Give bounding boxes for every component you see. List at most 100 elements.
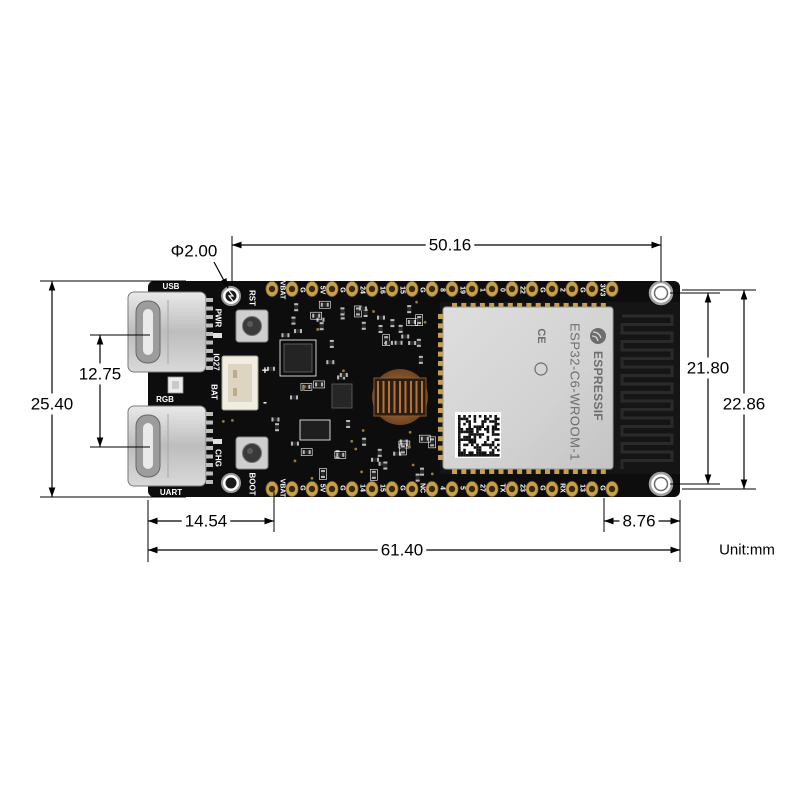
data-matrix-cell	[481, 454, 484, 457]
header-pad-hole	[308, 485, 316, 493]
castellated-pad	[438, 323, 443, 329]
usb-connector-pin	[206, 412, 213, 416]
usb-connector-pin	[206, 463, 213, 467]
smd-component	[293, 329, 302, 334]
top-pin-label: G	[299, 287, 306, 293]
data-matrix-cell	[458, 420, 461, 423]
bottom-pin-label: 13	[579, 484, 586, 492]
dimension-label-background	[27, 393, 77, 415]
castellated-pad	[438, 351, 443, 357]
data-matrix-cell	[491, 433, 495, 436]
via	[316, 328, 320, 331]
castellated-pad	[591, 303, 597, 308]
top-pin-label: 3V3	[599, 284, 606, 297]
smd-component	[271, 417, 280, 422]
top-header-pads	[265, 281, 619, 297]
data-matrix-cell	[489, 454, 492, 457]
data-matrix-cell	[494, 420, 497, 423]
bottom-pin-label: G	[599, 485, 606, 491]
header-pad-hole	[608, 285, 616, 293]
data-matrix-cell	[465, 420, 469, 423]
via	[350, 439, 354, 443]
data-matrix-cell	[458, 428, 461, 431]
castellated-pad	[600, 469, 606, 474]
usb-connector-pin	[206, 298, 213, 302]
smd-component	[294, 303, 299, 312]
smd-component	[394, 340, 403, 345]
battery-connector	[221, 355, 259, 411]
smd-component	[290, 441, 299, 446]
data-matrix-cell	[484, 420, 487, 423]
data-matrix-cell	[481, 443, 484, 447]
data-matrix-cell	[468, 438, 471, 441]
data-matrix-cell	[491, 443, 495, 447]
data-matrix-cell	[478, 428, 482, 431]
header-pad-hole	[528, 485, 536, 493]
data-matrix-cell	[491, 430, 495, 434]
header-pad-hole	[288, 285, 296, 293]
data-matrix-cell	[478, 451, 482, 454]
data-matrix-cell	[458, 425, 461, 428]
module-castellated-pads	[438, 303, 606, 474]
smd-component	[390, 319, 395, 328]
smd-component	[326, 360, 335, 365]
data-matrix-cell	[494, 428, 497, 431]
smd-component	[300, 448, 313, 456]
boot-button	[235, 436, 269, 470]
usb-c-connector-usb	[127, 291, 207, 373]
battery-plus-label: +	[262, 365, 268, 377]
data-matrix-cell	[486, 428, 490, 431]
certification-mark-icon	[534, 362, 548, 376]
small-chip	[331, 383, 353, 409]
castellated-pad	[498, 303, 504, 308]
dimension-label-background	[377, 539, 427, 561]
castellated-pad	[438, 332, 443, 338]
castellated-pad	[517, 303, 523, 308]
castellated-pad	[438, 370, 443, 376]
data-matrix-cell	[476, 430, 479, 434]
data-matrix-cell	[481, 451, 484, 454]
power-led-label: PWR	[214, 309, 223, 328]
header-pad-hole	[488, 285, 496, 293]
header-pad-hole	[468, 285, 476, 293]
data-matrix-cell	[468, 415, 471, 418]
data-matrix-cell	[476, 446, 479, 449]
via	[230, 418, 234, 422]
top-pin-label: 8	[439, 288, 446, 292]
data-matrix-cell	[491, 454, 495, 457]
data-matrix-cell	[468, 441, 471, 444]
usb-connector-pin	[206, 480, 213, 484]
data-matrix-cell	[463, 422, 466, 426]
header-pad-hole	[408, 285, 416, 293]
castellated-pad	[498, 469, 504, 474]
data-matrix-cell	[497, 448, 500, 452]
castellated-pad	[507, 303, 513, 308]
smd-component	[358, 306, 367, 311]
usb-connector-pin	[206, 437, 213, 442]
smd-component	[407, 305, 412, 314]
castellated-pad	[438, 398, 443, 404]
data-matrix-cell	[491, 428, 495, 431]
smd-component	[291, 316, 296, 325]
top-pin-label: 22	[519, 286, 526, 294]
rgb-led	[167, 376, 184, 394]
bottom-pin-label: VBAT	[279, 479, 286, 498]
data-matrix-cell	[465, 438, 469, 441]
castellated-pad	[535, 469, 541, 474]
data-matrix-cell	[489, 415, 492, 418]
usb-connector-pin	[206, 366, 213, 370]
usb-connector-pin	[206, 306, 213, 311]
smd-component	[398, 324, 403, 333]
data-matrix-cell	[497, 438, 500, 441]
castellated-pad	[563, 303, 569, 308]
data-matrix-cell	[476, 433, 479, 436]
header-pad-hole	[568, 285, 576, 293]
header-pad-hole	[468, 485, 476, 493]
data-matrix-cell	[484, 428, 487, 431]
data-matrix-cell	[471, 428, 474, 431]
top-pin-label: 0	[499, 288, 506, 292]
data-matrix-cell	[458, 443, 461, 447]
smd-component	[329, 339, 334, 348]
header-pad-hole	[328, 485, 336, 493]
castellated-pad	[582, 303, 588, 308]
